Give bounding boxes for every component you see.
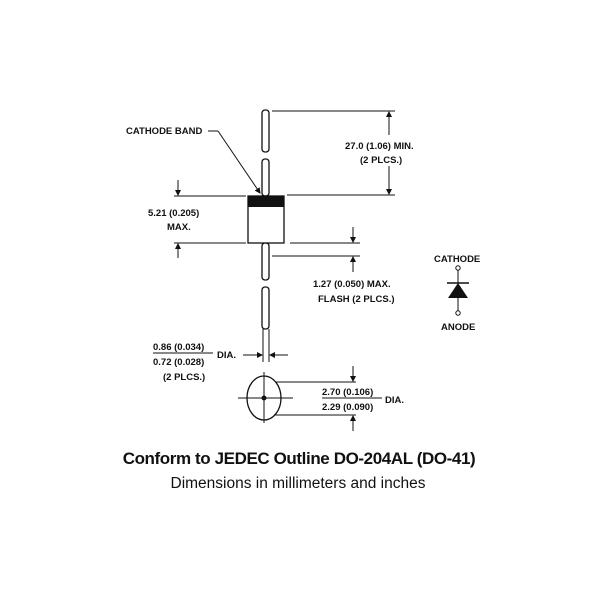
lead-dia-min: 0.72 (0.028) [153,357,204,368]
lead-dia-max: 0.86 (0.034) [153,342,204,353]
caption-subtitle: Dimensions in millimeters and inches [171,475,426,492]
diode-package [247,109,285,362]
diode-symbol: CATHODE ANODE [434,254,480,333]
symbol-cathode-label: CATHODE [434,254,480,265]
cathode-band [248,196,284,207]
caption-title: Conform to JEDEC Outline DO-204AL (DO-41… [123,449,476,468]
upper-lead-bottom [261,158,270,197]
body-dia-suffix: DIA. [385,395,404,406]
end-view [238,372,293,423]
flash-note: FLASH (2 PLCS.) [318,294,395,305]
lead-length-label: 27.0 (1.06) MIN. [345,141,414,152]
body-dia-min: 2.29 (0.090) [322,402,373,413]
body-dia-max: 2.70 (0.106) [322,387,373,398]
flash-label: 1.27 (0.050) MAX. [313,279,391,290]
lead-length-note: (2 PLCS.) [360,155,402,166]
body-length-label: 5.21 (0.205) [148,208,199,219]
lower-lead-top [261,242,270,281]
lead-dia-suffix: DIA. [217,350,236,361]
cathode-band-label: CATHODE BAND [126,126,202,137]
lead-dia-note: (2 PLCS.) [163,372,205,383]
upper-lead-top [261,109,270,153]
symbol-anode-label: ANODE [441,322,475,333]
lower-lead-bottom [261,286,270,330]
body-length-note: MAX. [167,222,191,233]
